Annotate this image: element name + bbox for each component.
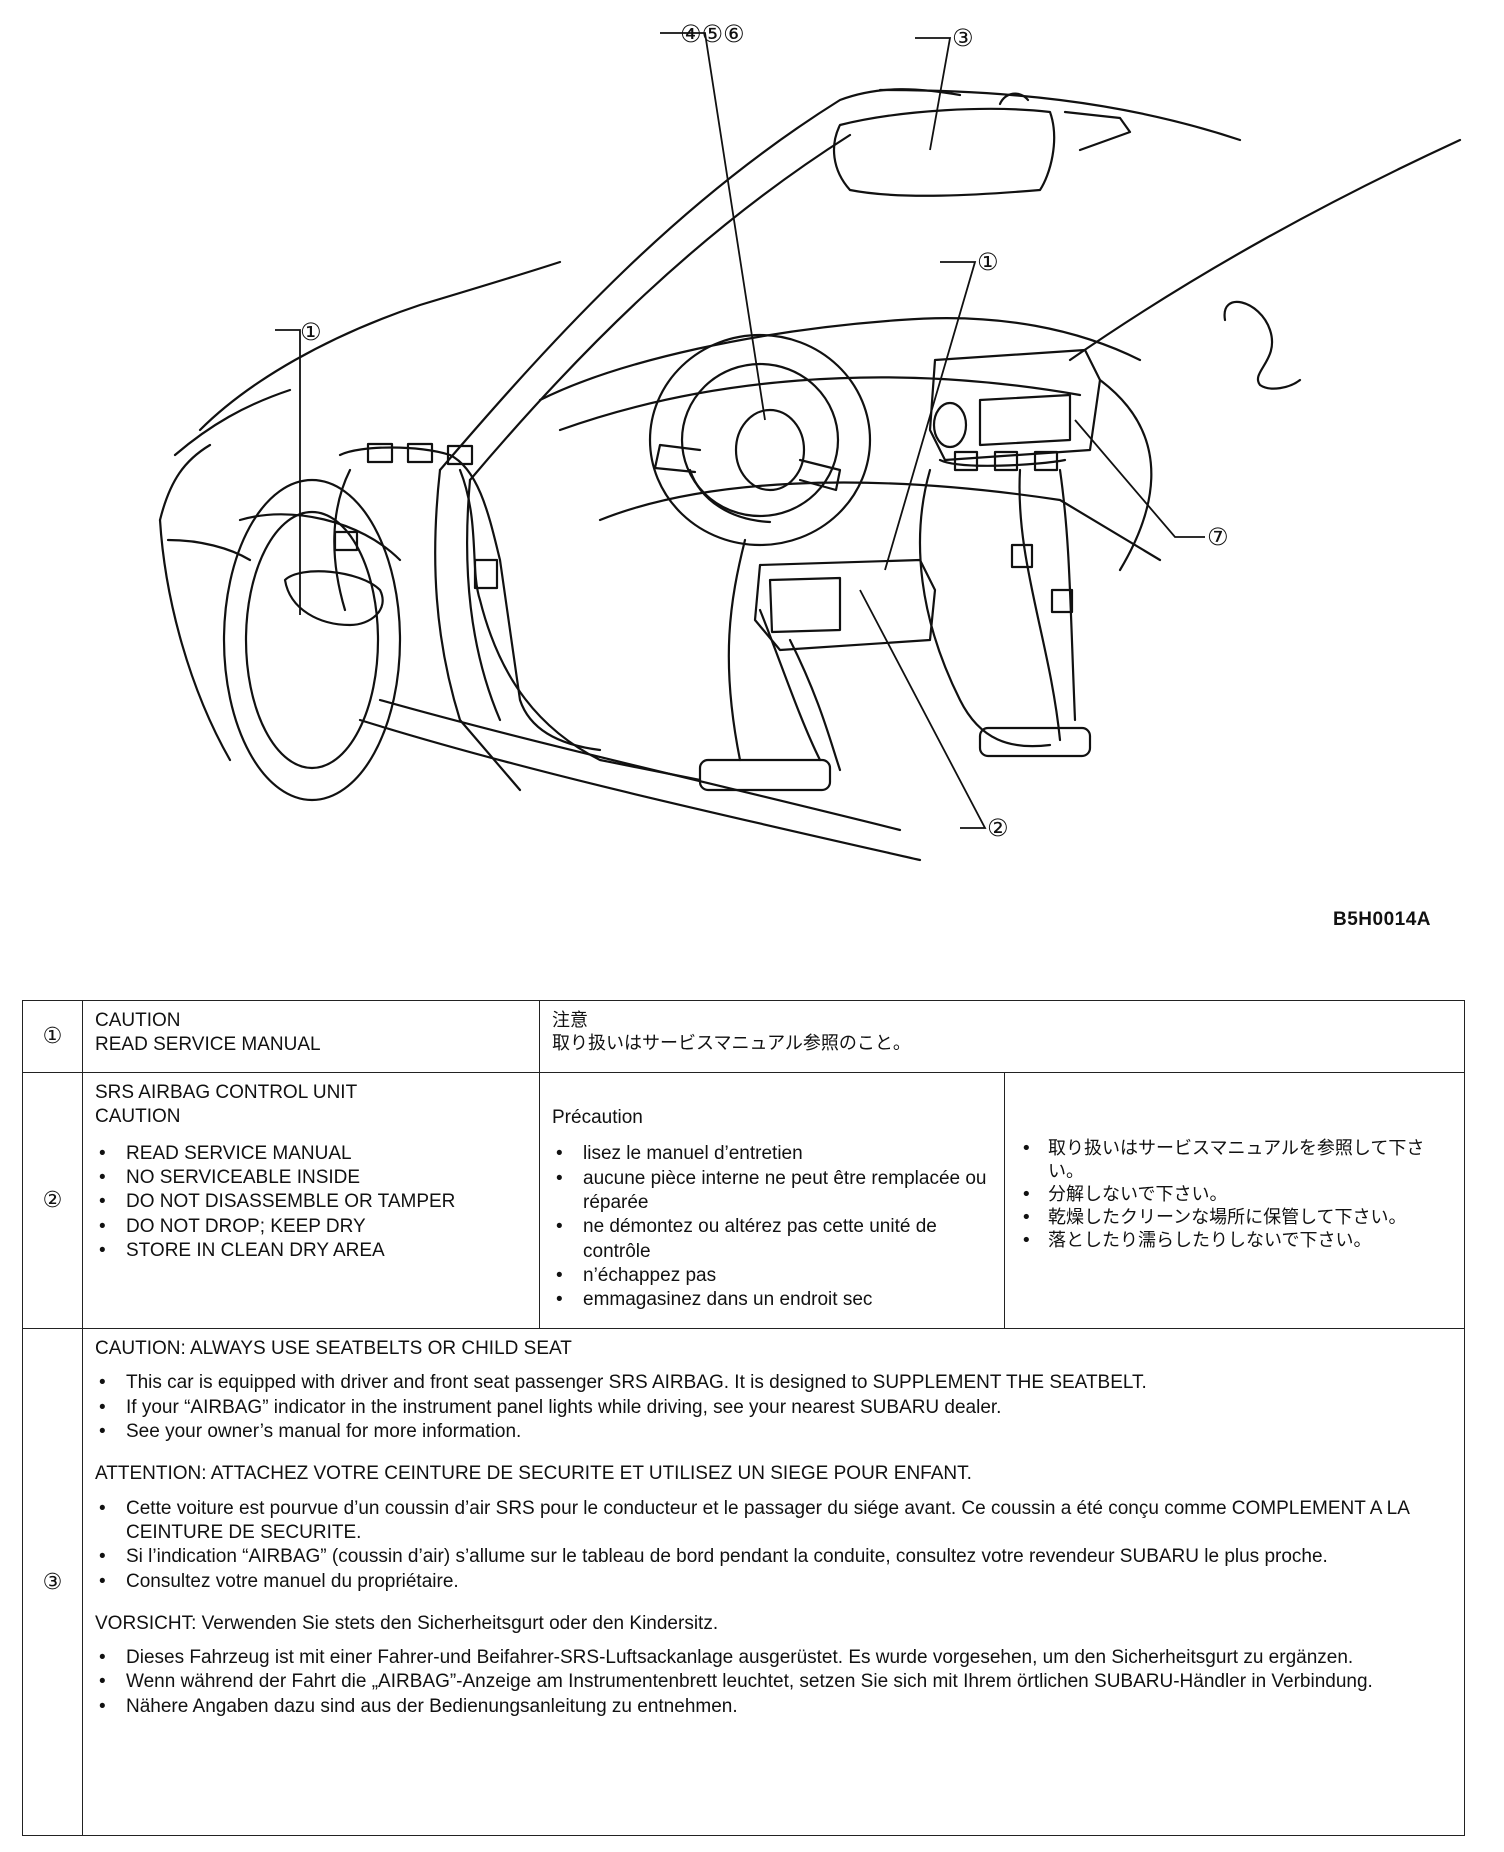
list-item: This car is equipped with driver and fro… <box>95 1371 1452 1396</box>
callout-center: ① <box>977 248 999 276</box>
list-item: lisez le manuel d’entretien <box>552 1142 992 1167</box>
list-item: Si l’indication “AIRBAG” (coussin d’air)… <box>95 1545 1452 1570</box>
row3-fr-list: Cette voiture est pourvue d’un coussin d… <box>95 1497 1452 1595</box>
front-wheel <box>222 478 402 802</box>
row2-jp-list: 取り扱いはサービスマニュアルを参照して下さい。 分解しないで下さい。 乾燥したク… <box>1017 1137 1452 1252</box>
row1-jp-line2: 取り扱いはサービスマニュアル参照のこと。 <box>552 1033 911 1055</box>
list-item: Nähere Angaben dazu sind aus der Bedienu… <box>95 1695 1452 1720</box>
row3-de-head: VORSICHT: Verwenden Sie stets den Sicher… <box>95 1612 719 1634</box>
row2-fr-title: Précaution <box>552 1107 643 1128</box>
car-interior-diagram: ④⑤⑥ ③ ① ① ② ⑦ <box>158 20 1462 862</box>
row2-en-title2: CAUTION <box>95 1106 181 1128</box>
list-item: Consultez votre manuel du propriétaire. <box>95 1570 1452 1595</box>
callout-control-unit: ② <box>987 814 1009 842</box>
row-number: ② <box>22 1072 83 1329</box>
list-item: NO SERVICEABLE INSIDE <box>95 1166 527 1191</box>
row2-en-title1: SRS AIRBAG CONTROL UNIT <box>95 1082 358 1103</box>
sun-visor <box>833 107 1056 197</box>
list-item: DO NOT DISASSEMBLE OR TAMPER <box>95 1190 527 1215</box>
row3-de-list: Dieses Fahrzeug ist mit einer Fahrer-und… <box>95 1646 1452 1719</box>
leader-passenger-bag <box>1074 419 1205 538</box>
table-row-3: ③ CAUTION: ALWAYS USE SEATBELTS OR CHILD… <box>22 1328 1466 1836</box>
passenger-airbag <box>928 348 1102 462</box>
row2-en-list: READ SERVICE MANUAL NO SERVICEABLE INSID… <box>95 1142 527 1264</box>
steering-wheel <box>648 333 872 547</box>
row1-jp-line1: 注意 <box>552 1010 588 1031</box>
harness-left <box>338 446 602 752</box>
list-item: See your owner’s manual for more informa… <box>95 1420 1452 1445</box>
a-pillar <box>438 88 962 472</box>
list-item: DO NOT DROP; KEEP DRY <box>95 1215 527 1240</box>
leader-visor <box>915 37 952 151</box>
row1-japanese: 注意 取り扱いはサービスマニュアル参照のこと。 <box>538 1000 1466 1073</box>
row1-en-line2: READ SERVICE MANUAL <box>95 1034 321 1056</box>
callout-passenger-bag: ⑦ <box>1207 523 1229 551</box>
list-item: 分解しないで下さい。 <box>1017 1183 1452 1206</box>
list-item: 落としたり濡らしたりしないで下さい。 <box>1017 1229 1452 1252</box>
leader-door <box>275 329 301 615</box>
list-item: 取り扱いはサービスマニュアルを参照して下さい。 <box>1017 1137 1452 1183</box>
harness-right <box>938 458 1067 467</box>
list-item: STORE IN CLEAN DRY AREA <box>95 1239 527 1264</box>
leader-steering <box>660 32 766 421</box>
callout-visor: ③ <box>952 24 974 52</box>
label-text-table: ① CAUTION READ SERVICE MANUAL 注意 取り扱いはサー… <box>22 1000 1466 1836</box>
row3-en-head: CAUTION: ALWAYS USE SEATBELTS OR CHILD S… <box>95 1338 572 1359</box>
row2-japanese: 取り扱いはサービスマニュアルを参照して下さい。 分解しないで下さい。 乾燥したク… <box>1003 1072 1466 1329</box>
list-item: emmagasinez dans un endroit sec <box>552 1288 992 1313</box>
row-number: ③ <box>22 1328 83 1836</box>
row3-fr-head: ATTENTION: ATTACHEZ VOTRE CEINTURE DE SE… <box>95 1463 972 1485</box>
airbag-control-unit <box>753 558 937 652</box>
list-item: Wenn während der Fahrt die „AIRBAG”-Anze… <box>95 1670 1452 1695</box>
car-illustration: ④⑤⑥ ③ ① ① ② ⑦ <box>158 20 1462 862</box>
row2-french: Précaution lisez le manuel d’entretien a… <box>539 1072 1005 1329</box>
figure-code: B5H0014A <box>1333 909 1431 930</box>
table-row-2: ② SRS AIRBAG CONTROL UNIT CAUTION READ S… <box>22 1072 1466 1329</box>
row1-en-line1: CAUTION <box>95 1010 181 1031</box>
list-item: ne démontez ou altérez pas cette unité d… <box>552 1215 992 1264</box>
leader-control-unit <box>859 589 987 829</box>
leader-center <box>884 261 977 571</box>
row1-english: CAUTION READ SERVICE MANUAL <box>82 1000 540 1073</box>
list-item: Dieses Fahrzeug ist mit einer Fahrer-und… <box>95 1646 1452 1671</box>
list-item: If your “AIRBAG” indicator in the instru… <box>95 1396 1452 1421</box>
list-item: 乾燥したクリーンな場所に保管して下さい。 <box>1017 1206 1452 1229</box>
callout-door: ① <box>300 318 322 346</box>
list-item: Cette voiture est pourvue d’un coussin d… <box>95 1497 1452 1546</box>
hood-outline <box>198 260 562 432</box>
list-item: READ SERVICE MANUAL <box>95 1142 527 1167</box>
row2-fr-list: lisez le manuel d’entretien aucune pièce… <box>552 1142 992 1313</box>
row2-english: SRS AIRBAG CONTROL UNIT CAUTION READ SER… <box>82 1072 540 1329</box>
list-item: n’échappez pas <box>552 1264 992 1289</box>
dashboard <box>538 317 1142 402</box>
row3-en-list: This car is equipped with driver and fro… <box>95 1371 1452 1444</box>
table-row-1: ① CAUTION READ SERVICE MANUAL 注意 取り扱いはサー… <box>22 1000 1466 1073</box>
list-item: aucune pièce interne ne peut être rempla… <box>552 1167 992 1216</box>
door-opening <box>434 468 522 792</box>
callout-steering: ④⑤⑥ <box>680 20 745 48</box>
row3-multilingual: CAUTION: ALWAYS USE SEATBELTS OR CHILD S… <box>81 1328 1466 1836</box>
row-number: ① <box>22 1000 83 1073</box>
